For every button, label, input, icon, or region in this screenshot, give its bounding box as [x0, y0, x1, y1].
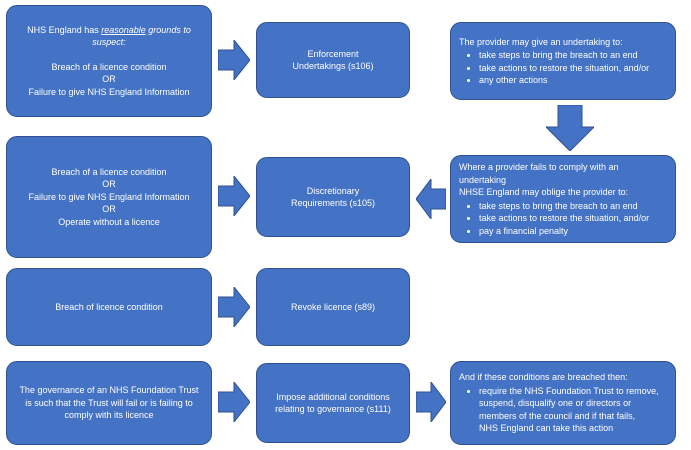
conditions-breached-box: And if these conditions are breached the…	[450, 361, 676, 445]
suspicion-item-information: Failure to give NHS England Information	[28, 86, 190, 97]
governance-trigger-box: The governance of an NHS Foundation Trus…	[6, 361, 212, 445]
enforcement-undertakings-title: Enforcement Undertakings (s106)	[292, 48, 374, 72]
revoke-licence-box: Revoke licence (s89)	[256, 268, 410, 346]
suspicion-item-breach: Breach of a licence condition	[51, 61, 167, 72]
right-arrow-icon	[218, 382, 250, 422]
undertaking-options-list: take steps to bring the breach to an end…	[459, 49, 667, 87]
list-item: take actions to restore the situation, a…	[479, 212, 667, 225]
discretionary-requirements-box: Discretionary Requirements (s105)	[256, 157, 410, 237]
right-arrow-icon	[218, 40, 250, 80]
suspicion-or: OR	[102, 74, 116, 85]
right-arrow-icon	[218, 287, 250, 327]
undertaking-options-box: The provider may give an undertaking to:…	[450, 22, 676, 100]
additional-conditions-box: Impose additional conditions relating to…	[256, 363, 410, 443]
enforcement-undertakings-box: Enforcement Undertakings (s106)	[256, 22, 410, 98]
conditions-breached-intro: And if these conditions are breached the…	[459, 372, 628, 383]
discretionary-triggers-box: Breach of a licence condition OR Failure…	[6, 136, 212, 258]
trigger-or: OR	[102, 179, 116, 190]
conditions-breached-list: require the NHS Foundation Trust to remo…	[459, 385, 667, 435]
non-compliance-list: take steps to bring the breach to an end…	[459, 200, 667, 238]
revoke-trigger-box: Breach of licence condition	[6, 268, 212, 346]
discretionary-requirements-title: Discretionary Requirements (s105)	[290, 185, 376, 209]
trigger-or: OR	[102, 204, 116, 215]
suspicion-intro: NHS England has reasonable grounds to su…	[27, 24, 191, 48]
trigger-item-breach: Breach of a licence condition	[51, 166, 167, 177]
list-item: require the NHS Foundation Trust to remo…	[479, 385, 667, 435]
list-item: take steps to bring the breach to an end	[479, 200, 667, 213]
revoke-licence-text: Revoke licence (s89)	[290, 301, 376, 312]
left-arrow-icon	[416, 179, 446, 219]
right-arrow-icon	[218, 176, 250, 216]
governance-trigger-text: The governance of an NHS Foundation Trus…	[19, 385, 199, 421]
trigger-item-no-licence: Operate without a licence	[58, 216, 160, 227]
right-arrow-icon	[416, 382, 446, 422]
revoke-trigger-text: Breach of licence condition	[55, 301, 163, 312]
suspicion-grounds-box: NHS England has reasonable grounds to su…	[6, 5, 212, 117]
undertaking-options-intro: The provider may give an undertaking to:	[459, 36, 623, 47]
list-item: take actions to restore the situation, a…	[479, 62, 667, 75]
additional-conditions-title: Impose additional conditions relating to…	[275, 391, 391, 415]
list-item: pay a financial penalty	[479, 225, 667, 238]
non-compliance-options-box: Where a provider fails to comply with an…	[450, 155, 676, 243]
down-arrow-icon	[546, 105, 594, 151]
non-compliance-intro: Where a provider fails to comply with an…	[459, 162, 629, 197]
list-item: any other actions	[479, 74, 667, 87]
list-item: take steps to bring the breach to an end	[479, 49, 667, 62]
trigger-item-information: Failure to give NHS England Information	[28, 191, 190, 202]
